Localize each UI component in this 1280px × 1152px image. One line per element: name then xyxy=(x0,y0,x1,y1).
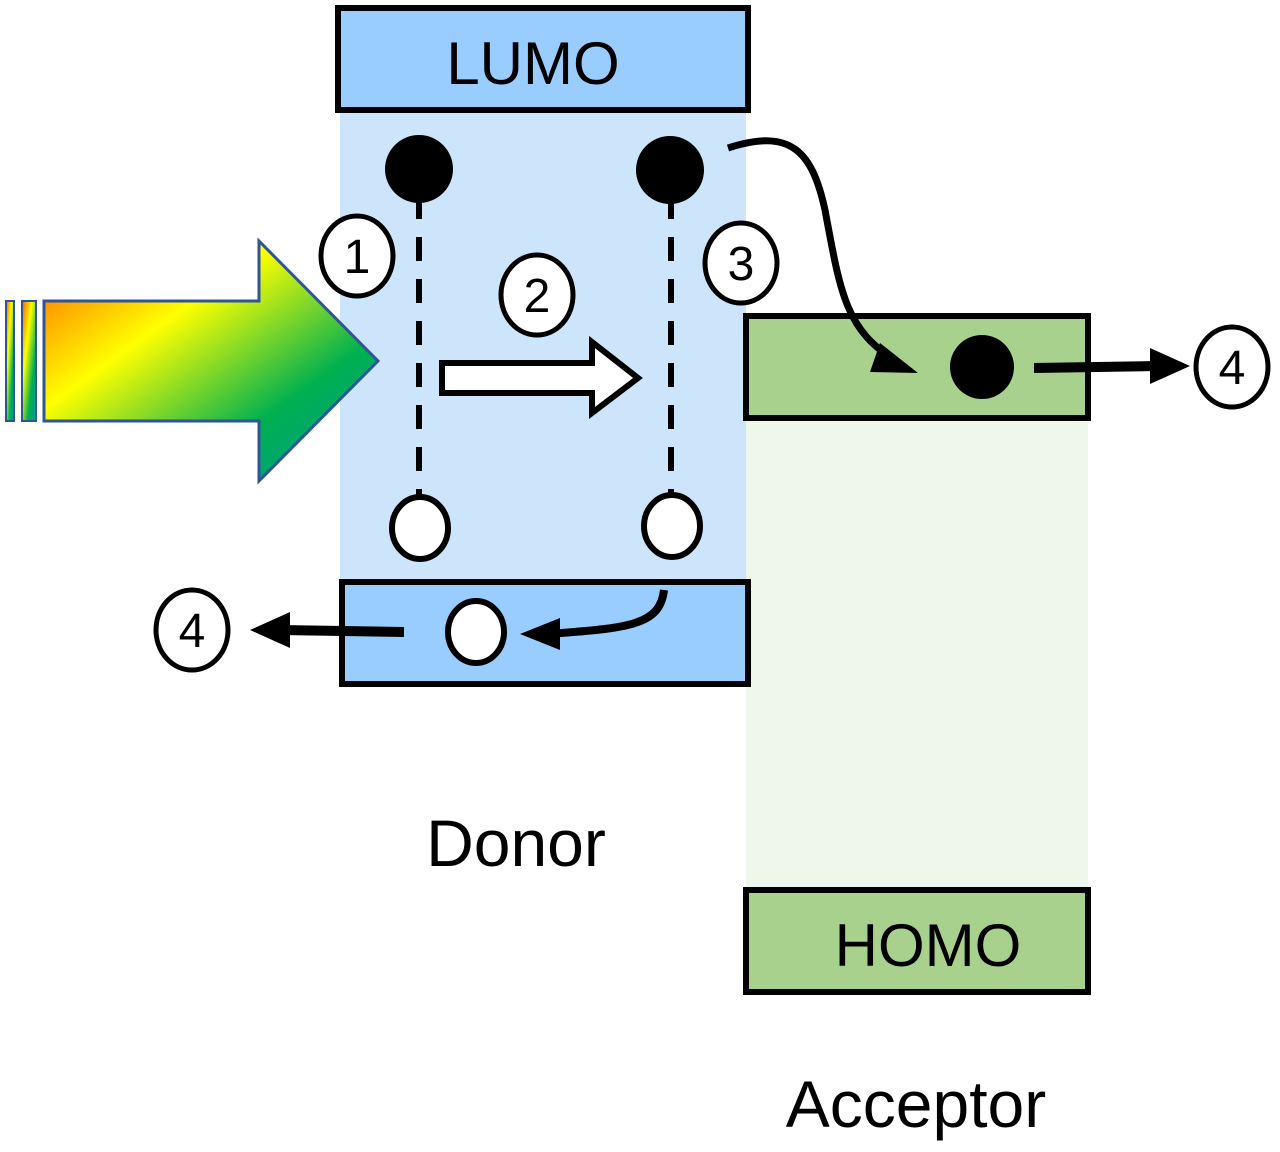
hole-transfer-arrowhead-icon xyxy=(520,618,560,650)
donor-label: Donor xyxy=(426,806,606,880)
svg-text:4: 4 xyxy=(1219,342,1246,395)
charge-transfer-arrow-icon xyxy=(726,137,897,364)
electron-donor-left xyxy=(385,135,453,203)
step-4-electron-badge: 4 xyxy=(1193,324,1271,410)
hole-donor-right xyxy=(641,492,703,560)
acceptor-label: Acceptor xyxy=(786,1067,1046,1141)
hole-extraction-arrowhead-icon xyxy=(250,612,290,648)
hole-donor-left xyxy=(389,494,451,562)
hole-extraction-arrow-icon xyxy=(279,625,405,637)
svg-text:1: 1 xyxy=(344,231,371,284)
svg-text:4: 4 xyxy=(179,605,206,658)
step-3-badge: 3 xyxy=(702,220,780,306)
acceptor-band xyxy=(746,418,1088,888)
electron-acceptor xyxy=(950,335,1014,399)
step-1-badge: 1 xyxy=(318,213,396,299)
electron-extraction-arrow-icon xyxy=(1033,361,1161,373)
homo-label: HOMO xyxy=(835,912,1022,979)
electron-extraction-arrowhead-icon xyxy=(1150,348,1190,384)
svg-text:2: 2 xyxy=(524,270,551,323)
diffusion-arrow-icon xyxy=(439,335,643,420)
donor-lumo-box: LUMO xyxy=(335,5,751,113)
hole-donor-homo xyxy=(445,598,507,666)
step-2-badge: 2 xyxy=(498,252,576,338)
step-4-hole-badge: 4 xyxy=(153,587,231,673)
svg-text:3: 3 xyxy=(728,238,755,291)
acceptor-lumo-box xyxy=(743,313,1091,421)
acceptor-homo-box: HOMO xyxy=(743,887,1091,995)
hole-transfer-arrow-icon xyxy=(547,589,668,638)
light-arrow-icon xyxy=(5,237,381,485)
electron-donor-right xyxy=(636,136,704,204)
lumo-label: LUMO xyxy=(446,30,619,97)
charge-transfer-arrowhead-icon xyxy=(870,343,918,373)
